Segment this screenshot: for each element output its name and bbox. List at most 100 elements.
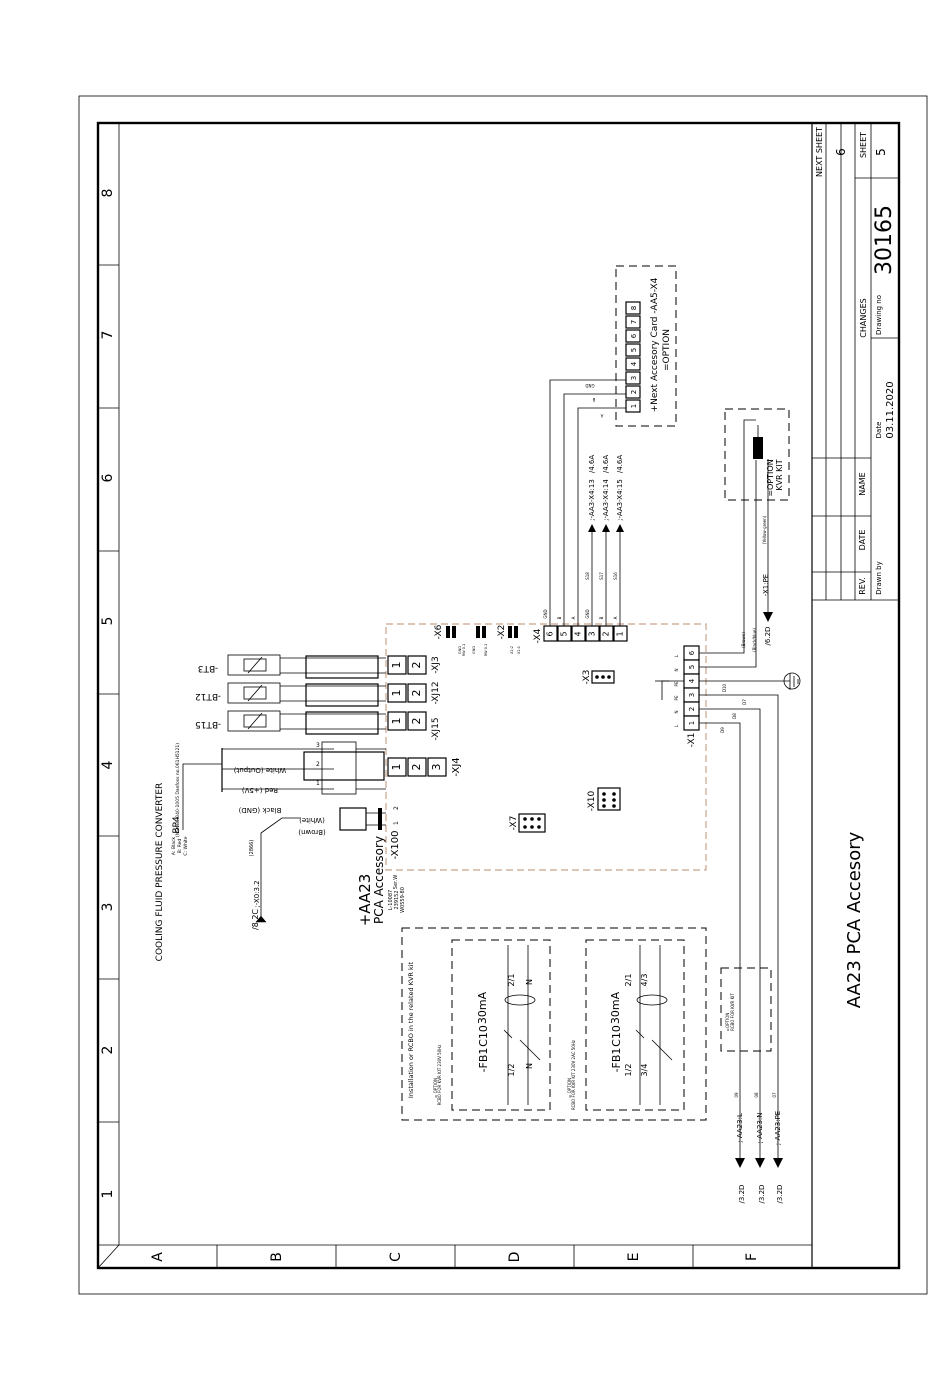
date-label: Date — [875, 422, 883, 439]
connector-x6: -X6 GND RW 0.1 — [434, 624, 466, 656]
kvr-pe-target: /6.2D — [764, 627, 772, 646]
x4-pin-1: 1 — [616, 631, 625, 636]
x4-pin-3: 3 — [588, 631, 597, 636]
x2-small-3: X2:2 — [510, 646, 514, 654]
col-8: 8 — [100, 189, 116, 198]
board-side-note: Ser.W — [393, 875, 399, 889]
card-title: +Next Accesory Card -AA5-X4 — [650, 277, 660, 412]
next-sheet-label: NEXT SHEET — [815, 127, 824, 177]
date-col-label: DATE — [858, 530, 867, 551]
connector-x2: -X2 GND RW 0.1 X2:2 X2:1 — [472, 625, 521, 657]
x2-label: -X2 — [497, 625, 507, 640]
col-3: 3 — [100, 903, 116, 912]
row-b: B — [269, 1252, 285, 1262]
x1-small-l: L — [674, 724, 679, 727]
bt12-pin-2: 2 — [410, 690, 423, 697]
card-pin-1: 1 — [630, 404, 638, 408]
rcbo1-n2: N — [525, 979, 534, 985]
converter-cable: (2866) — [249, 840, 255, 857]
ref-aa3-x4-14: ;-AA3-X4:14 — [602, 479, 610, 521]
kvr-option: =OPTION — [766, 459, 775, 496]
card-pin-2: 2 — [630, 390, 638, 394]
bt3-pin-1: 1 — [390, 662, 403, 669]
connector-xj4: 1 2 3 -XJ4 — [387, 757, 462, 777]
board-part-2: 239152 — [394, 890, 400, 909]
xj4-pin-3: 3 — [430, 764, 443, 771]
bt12-pin-1: 1 — [390, 690, 403, 697]
bt15-label: -BT15 — [195, 719, 221, 729]
x2-small-2: RW 0.1 — [484, 644, 488, 656]
power-num-08: 08 — [754, 1092, 759, 1098]
x100-label: -X100 — [390, 830, 401, 859]
x1-small-pe2: PE — [674, 681, 679, 686]
small-rcbo-option: =OPTION RCBO FOR KVR KIT — [720, 967, 772, 1052]
x1-small-n: N — [674, 711, 679, 714]
bt3-pin-2: 2 — [410, 662, 423, 669]
xj4-pin-2: 2 — [410, 764, 423, 771]
xj4-label: -XJ4 — [451, 757, 462, 776]
power-target-n: /3.2D — [758, 1185, 766, 1204]
small-opt: =OPTION — [725, 1013, 730, 1032]
rcbo-2 — [585, 939, 685, 1111]
drawing-number: 30165 — [872, 205, 897, 275]
x4-wiring: GND B A GND B A S18 S17 S16 ;-AA3-X4:13 … — [543, 379, 628, 626]
sheet-label: SHEET — [859, 132, 868, 158]
x4-wire-a: A — [571, 616, 576, 619]
x4-num-s18: S18 — [585, 572, 590, 580]
legend-b: B: Red — [177, 839, 183, 854]
power-target-pe: /3.2D — [776, 1185, 784, 1204]
drawing-frame — [96, 121, 901, 1270]
rcbo-opt2: = OPTION — [567, 1078, 572, 1098]
ref-target-3: /4.6A — [616, 455, 624, 473]
col-2: 2 — [100, 1046, 116, 1055]
row-e: E — [626, 1253, 642, 1262]
x1-wire-d8: D8 — [732, 713, 737, 719]
x4-wire-gnd-2: GND — [585, 609, 590, 618]
x1-small-n2: N — [674, 669, 679, 672]
x4-wire-a-2: A — [613, 616, 618, 619]
rcbo-opt1: = OPTION — [433, 1078, 438, 1098]
power-target-l: /3.2D — [738, 1185, 746, 1204]
rcbo-1 — [451, 939, 551, 1111]
sheet-value: 5 — [874, 148, 888, 156]
row-markers: A B C D E F — [150, 1245, 760, 1268]
x4-pin-5: 5 — [560, 631, 569, 636]
bt15-pin-1: 1 — [390, 718, 403, 725]
next-accessory-card: 1 2 3 4 5 6 7 8 +Next Accesory Card -AA5… — [615, 265, 677, 427]
board-name: +AA23 — [356, 874, 374, 927]
changes-label: CHANGES — [859, 298, 868, 337]
legend-a: A: Black — [171, 837, 177, 856]
row-c: C — [388, 1252, 404, 1262]
rcbo1-fb: -FB1 — [477, 1048, 490, 1073]
x4-num-s16: S16 — [613, 572, 618, 580]
ref-aa3-x4-13: ;-AA3-X4:13 — [588, 479, 596, 521]
col-4: 4 — [100, 760, 116, 769]
pressure-converter: COOLING FLUID PRESSURE CONVERTER BP4 (NS… — [155, 741, 401, 961]
board-part-1: L-10087 — [388, 890, 394, 910]
bt15-pin-2: 2 — [410, 718, 423, 725]
x4-pin-6: 6 — [546, 631, 555, 636]
connector-x10: -X10 — [587, 787, 621, 811]
rcbo2-term4: 2/1 — [624, 974, 633, 987]
pcb-outline — [385, 623, 707, 871]
x1-pin-5: 5 — [688, 665, 696, 669]
wire-black-gnd: Black (GND) — [238, 806, 281, 814]
x7-label: -X7 — [509, 816, 519, 831]
x4-wire-gnd: GND — [543, 609, 548, 618]
card-pin-7: 7 — [630, 320, 638, 324]
x6-small-2: RW 0.1 — [462, 644, 466, 656]
bus-a: A — [600, 413, 603, 418]
bt3-label: -BT3 — [198, 663, 218, 673]
card-pin-5: 5 — [630, 348, 638, 352]
board-desc: PCA Accessory — [372, 836, 386, 924]
earth-icon — [783, 672, 801, 690]
x4-pin-2: 2 — [602, 631, 611, 636]
ref-target-1: /4.6A — [588, 455, 596, 473]
power-num-07: 07 — [772, 1092, 777, 1098]
rev-label: REV. — [858, 577, 867, 595]
col-1: 1 — [100, 1190, 116, 1199]
rcbo1-term1: 1/2 — [507, 1064, 516, 1077]
power-num-09: 09 — [734, 1092, 739, 1098]
x1-pin-2: 2 — [688, 707, 696, 711]
power-ref-n: ;-AA23:N — [756, 1112, 764, 1143]
